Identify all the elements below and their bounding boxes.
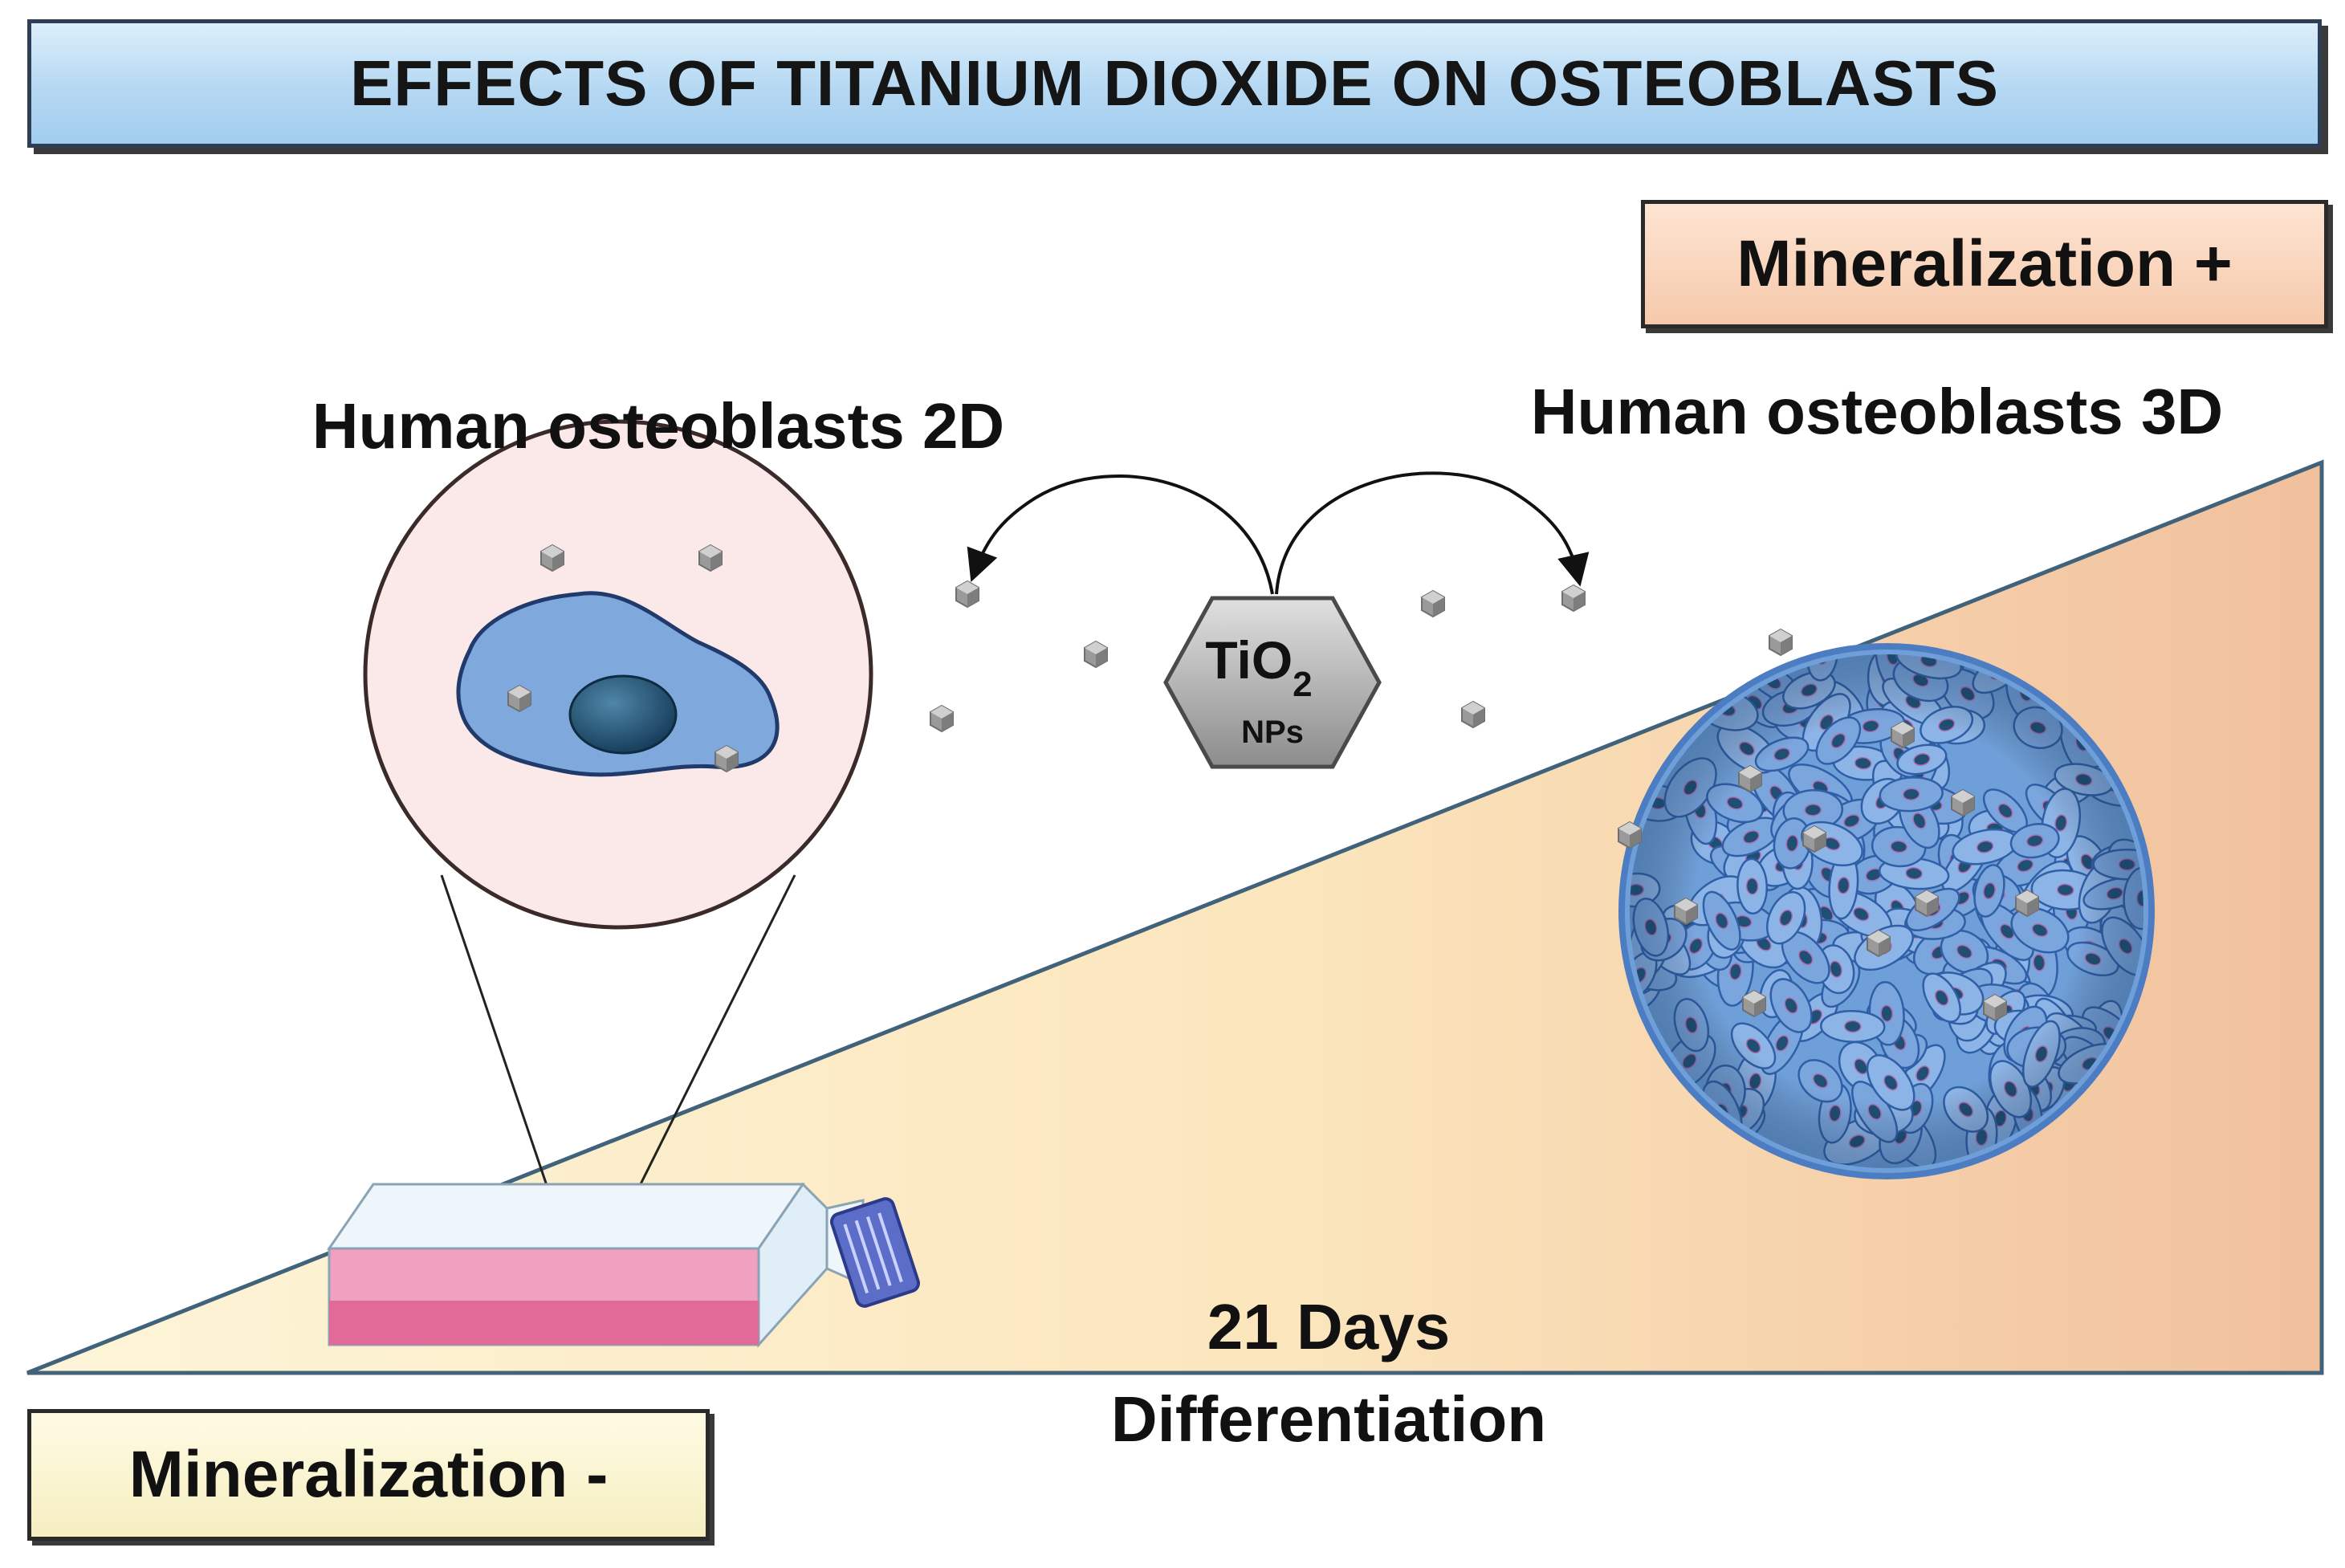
- mineralization-minus-box: Mineralization -: [27, 1409, 710, 1541]
- osteoblast-2d-circle: [363, 419, 873, 930]
- page-title: EFFECTS OF TITANIUM DIOXIDE ON OSTEOBLAS…: [350, 47, 1999, 119]
- tio2-main-text: TiO: [1205, 630, 1293, 690]
- nanoparticle-icon: [1618, 821, 1642, 849]
- label-osteoblasts-3d: Human osteoblasts 3D: [1531, 376, 2223, 447]
- nanoparticle-icon: [1983, 994, 2007, 1021]
- flask-cap: [830, 1197, 920, 1308]
- mineralization-plus-box: Mineralization +: [1641, 200, 2328, 328]
- arrow-to-3d: [1275, 471, 1590, 595]
- nanoparticle-icon: [1951, 789, 1975, 817]
- nanoparticle-icon: [540, 544, 564, 572]
- label-osteoblasts-2d: Human osteoblasts 2D: [312, 390, 1004, 462]
- nanoparticle-icon: [698, 544, 723, 572]
- culture-flask-icon: [327, 1182, 920, 1348]
- cell-nucleus: [568, 674, 678, 755]
- nanoparticle-icon: [1421, 590, 1445, 617]
- nanoparticle-icon: [1769, 629, 1793, 656]
- nanoparticle-icon: [1084, 641, 1108, 668]
- nanoparticle-icon: [714, 745, 739, 772]
- tio2-subscript: 2: [1293, 665, 1312, 704]
- axis-label-differentiation: Differentiation: [1111, 1383, 1546, 1455]
- nanoparticle-icon: [507, 685, 531, 712]
- nanoparticle-icon: [1891, 721, 1915, 748]
- nanoparticle-icon: [955, 580, 979, 608]
- tio2-nanoparticle-hexagon: TiO2 NPs: [1163, 596, 1382, 769]
- nanoparticle-icon: [1742, 990, 1766, 1017]
- nanoparticle-icon: [1738, 765, 1762, 792]
- tio2-sublabel: NPs: [1241, 715, 1304, 750]
- nanoparticle-icon: [2015, 890, 2039, 917]
- osteoblast-3d-spheroid: [1618, 629, 2155, 1179]
- nanoparticle-icon: [1915, 890, 1939, 917]
- axis-label-days: 21 Days: [1207, 1291, 1450, 1362]
- nanoparticle-icon: [1461, 701, 1485, 728]
- nanoparticle-icon: [930, 705, 954, 732]
- nanoparticle-icon: [1674, 898, 1698, 925]
- mineralization-plus-label: Mineralization +: [1736, 227, 2233, 300]
- arrow-to-2d: [967, 474, 1274, 595]
- nanoparticle-icon: [1867, 930, 1891, 957]
- svg-text:TiO2: TiO2: [1205, 630, 1312, 704]
- nanoparticle-icon: [1561, 584, 1586, 612]
- mineralization-minus-label: Mineralization -: [128, 1438, 609, 1511]
- nanoparticle-icon: [1802, 825, 1826, 853]
- title-banner: EFFECTS OF TITANIUM DIOXIDE ON OSTEOBLAS…: [27, 19, 2322, 148]
